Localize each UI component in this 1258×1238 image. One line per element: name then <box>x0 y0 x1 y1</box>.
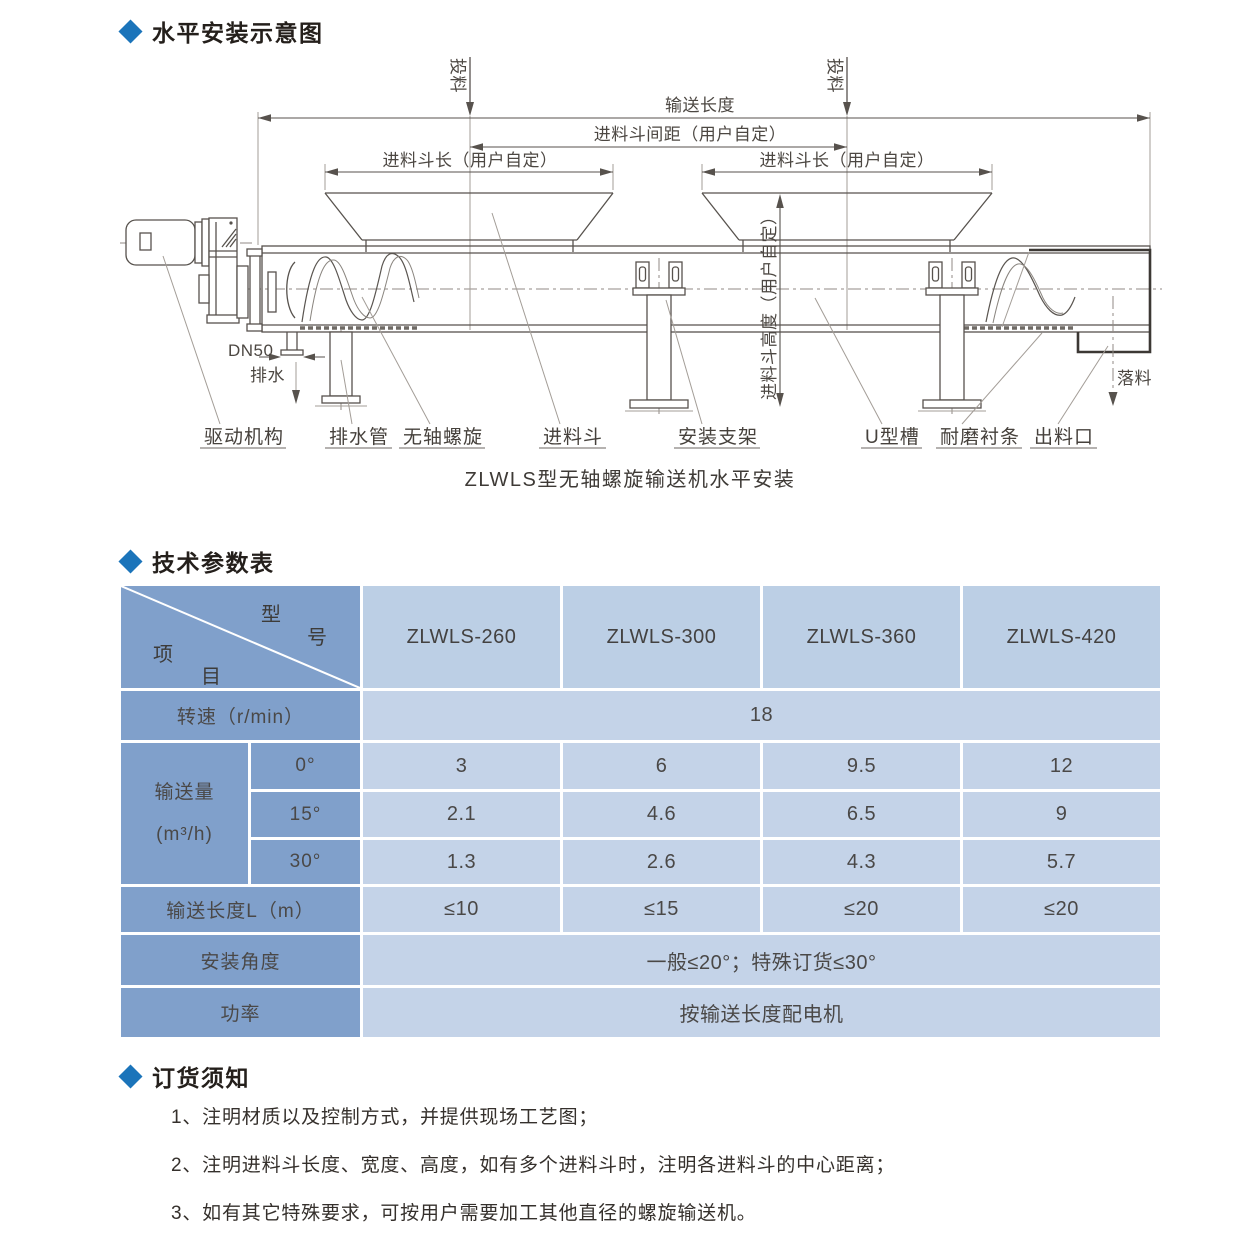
dim-hopper-spacing: 进料斗间距（用户自定） <box>470 125 847 151</box>
note-item: 2、注明进料斗长度、宽度、高度，如有多个进料斗时，注明各进料斗的中心距离； <box>171 1155 896 1176</box>
drain-label: 排水 <box>250 366 285 385</box>
length-value: ≤10 <box>363 887 560 932</box>
dim-hopper-length-right: 进料斗长（用户自定） <box>702 151 992 176</box>
feed-hopper-right <box>701 192 993 252</box>
feed-arrow-right: 投料 <box>825 57 851 116</box>
model-header: ZLWLS-420 <box>963 586 1160 688</box>
power-value: 按输送长度配电机 <box>363 988 1160 1037</box>
capacity-label: 输送量 (m³/h) <box>121 743 248 884</box>
section-heading-ordering: 订货须知 <box>118 1059 250 1093</box>
feed-hopper-left <box>324 192 614 252</box>
part-label-u-trough: U型槽 <box>865 426 920 448</box>
dim-hopper-height: 进料斗高度（用户自定） <box>760 194 784 407</box>
drain-size-label: DN50 <box>228 341 273 360</box>
falling-material: 落料 <box>1108 296 1152 406</box>
corner-model-char1: 型 <box>261 604 281 626</box>
section-heading-installation: 水平安装示意图 <box>118 14 324 48</box>
angle-label: 15° <box>251 792 360 837</box>
diamond-icon <box>118 1063 143 1089</box>
svg-text:进料斗高度（用户自定）: 进料斗高度（用户自定） <box>760 208 779 401</box>
mounting-support-left <box>624 257 694 415</box>
extension-lines <box>257 112 1151 249</box>
svg-text:落料: 落料 <box>1117 369 1152 388</box>
part-label-drain-pipe: 排水管 <box>329 426 389 448</box>
capacity-value: 1.3 <box>363 840 560 884</box>
part-labels: 驱动机构 排水管 无轴螺旋 进料斗 安装支架 U型槽 耐磨衬条 出料口 <box>200 426 1097 449</box>
corner-cell: 型 号 项 目 <box>121 586 360 688</box>
length-value: ≤15 <box>563 887 760 932</box>
capacity-row-0deg: 输送量 (m³/h) 0° 3 6 9.5 12 <box>121 743 1160 884</box>
model-header: ZLWLS-300 <box>563 586 760 688</box>
dim-hopper-length-left: 进料斗长（用户自定） <box>325 151 613 176</box>
capacity-value: 3 <box>363 743 560 789</box>
ordering-notes: 1、注明材质以及控制方式，并提供现场工艺图； 2、注明进料斗长度、宽度、高度，如… <box>171 1102 895 1238</box>
dim-total-length: 输送长度 <box>258 96 1150 122</box>
part-label-outlet: 出料口 <box>1034 426 1094 448</box>
section-title: 技术参数表 <box>152 550 275 576</box>
section-title: 水平安装示意图 <box>152 20 324 46</box>
svg-text:进料斗间距（用户自定）: 进料斗间距（用户自定） <box>594 125 787 144</box>
capacity-value: 4.3 <box>763 840 960 884</box>
drive-unit <box>125 217 296 332</box>
length-row: 输送长度L（m） ≤10 ≤15 ≤20 ≤20 <box>121 887 1160 932</box>
install-angle-value: 一般≤20°；特殊订货≤30° <box>363 935 1160 985</box>
length-value: ≤20 <box>963 887 1160 932</box>
leader-lines <box>162 212 1109 425</box>
note-item: 1、注明材质以及控制方式，并提供现场工艺图； <box>171 1107 599 1128</box>
discharge-housing <box>1001 248 1152 354</box>
table-header-row: 型 号 项 目 ZLWLS-260 ZLWLS-300 ZLWLS-360 ZL… <box>121 586 1160 688</box>
capacity-value: 9.5 <box>763 743 960 789</box>
length-value: ≤20 <box>763 887 960 932</box>
svg-text:进料斗长（用户自定）: 进料斗长（用户自定） <box>383 151 558 170</box>
section-title: 订货须知 <box>152 1065 250 1091</box>
drain-pipe <box>315 330 367 410</box>
speed-value: 18 <box>363 691 1160 740</box>
capacity-value: 5.7 <box>963 840 1160 884</box>
note-item: 3、如有其它特殊要求，可按用户需要加工其他直径的螺旋输送机。 <box>171 1203 757 1224</box>
shaftless-screw <box>301 252 1076 324</box>
speed-label: 转速（r/min） <box>121 691 360 740</box>
length-label: 输送长度L（m） <box>121 887 360 932</box>
diagonal-divider <box>121 586 360 688</box>
mounting-support-right <box>917 257 987 415</box>
part-label-liner: 耐磨衬条 <box>940 426 1020 448</box>
section-heading-parameters: 技术参数表 <box>118 544 275 578</box>
capacity-row-15deg: 15° 2.1 4.6 6.5 9 <box>121 792 1160 837</box>
corner-model-char2: 号 <box>307 627 327 649</box>
model-header: ZLWLS-360 <box>763 586 960 688</box>
capacity-row-30deg: 30° 1.3 2.6 4.3 5.7 <box>121 840 1160 884</box>
capacity-value: 4.6 <box>563 792 760 837</box>
install-angle-label: 安装角度 <box>121 935 360 985</box>
power-row: 功率 按输送长度配电机 <box>121 988 1160 1037</box>
svg-text:投料: 投料 <box>448 58 467 93</box>
speed-row: 转速（r/min） 18 <box>121 691 1160 740</box>
part-label-screw: 无轴螺旋 <box>403 426 483 448</box>
parameters-table: 型 号 项 目 ZLWLS-260 ZLWLS-300 ZLWLS-360 ZL… <box>118 583 1163 1040</box>
capacity-value: 2.1 <box>363 792 560 837</box>
part-label-hopper: 进料斗 <box>543 426 603 448</box>
svg-text:进料斗长（用户自定）: 进料斗长（用户自定） <box>760 151 935 170</box>
capacity-value: 6.5 <box>763 792 960 837</box>
capacity-value: 6 <box>563 743 760 789</box>
part-label-support: 安装支架 <box>678 426 758 448</box>
capacity-value: 9 <box>963 792 1160 837</box>
diamond-icon <box>118 548 143 574</box>
corner-item-char2: 目 <box>201 666 221 688</box>
svg-text:输送长度: 输送长度 <box>665 96 735 115</box>
drain-nozzle <box>259 332 325 404</box>
capacity-value: 12 <box>963 743 1160 789</box>
diagram-caption: ZLWLS型无轴螺旋输送机水平安装 <box>465 468 796 491</box>
model-header: ZLWLS-260 <box>363 586 560 688</box>
install-angle-row: 安装角度 一般≤20°；特殊订货≤30° <box>121 935 1160 985</box>
feed-arrow-left: 投料 <box>448 57 474 116</box>
installation-diagram: 输送长度 进料斗间距（用户自定） 进料斗长（用户自定） 进料斗长（用户自定） 投… <box>120 57 1162 491</box>
svg-text:投料: 投料 <box>825 58 844 93</box>
corner-item-char1: 项 <box>153 644 173 666</box>
capacity-value: 2.6 <box>563 840 760 884</box>
angle-label: 0° <box>251 743 360 789</box>
angle-label: 30° <box>251 840 360 884</box>
power-label: 功率 <box>121 988 360 1037</box>
part-label-drive: 驱动机构 <box>204 426 284 448</box>
